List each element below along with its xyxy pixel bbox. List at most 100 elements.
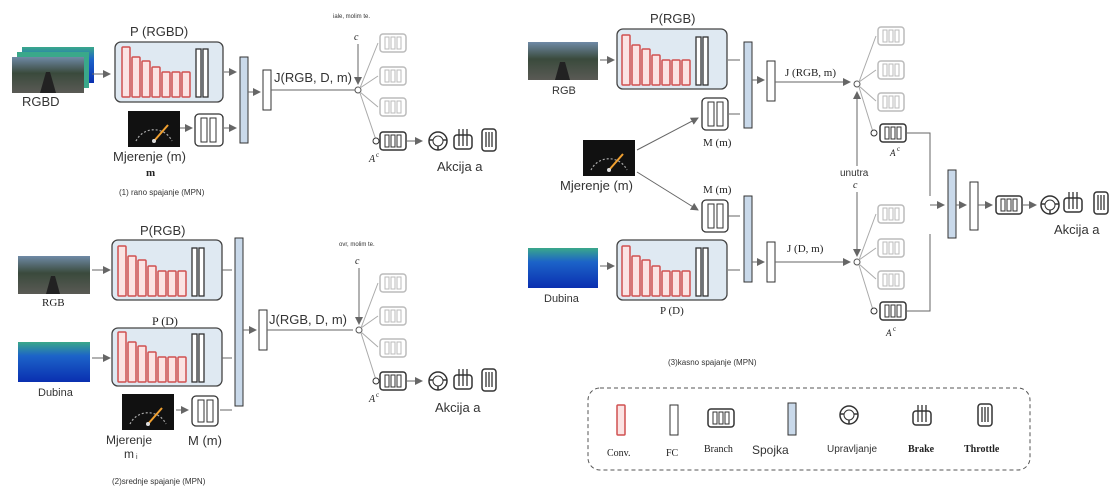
action-label: Akcija a xyxy=(1054,222,1100,237)
measurement-label: Mjerenje (m) xyxy=(113,149,186,164)
join-top-label: J (RGB, m) xyxy=(785,67,836,79)
command-label: unutra xyxy=(840,168,869,179)
fc-layer xyxy=(258,309,268,351)
selector-switch-bottom xyxy=(853,258,861,266)
measurement-module xyxy=(191,395,219,427)
throttle-icon xyxy=(481,368,497,392)
branch-a-bottom: A xyxy=(885,328,892,338)
net-label-p-rgbd: P (RGBD) xyxy=(130,24,188,39)
legend: Conv. FC Branch Spojka Upravljanje Brake… xyxy=(587,387,1031,471)
branch-icon-final xyxy=(995,195,1023,215)
action-label: Akcija a xyxy=(437,159,483,174)
rgb-label: RGB xyxy=(42,297,65,309)
measurement-module xyxy=(194,113,224,147)
brake-icon xyxy=(453,128,473,150)
fc-layer-top xyxy=(766,60,776,102)
spojka-final xyxy=(947,169,957,239)
svg-text:c: c xyxy=(376,391,379,399)
steering-wheel-icon xyxy=(1040,195,1060,215)
net-label-p-rgb: P(RGB) xyxy=(140,223,186,238)
branch-icon-faded xyxy=(877,92,905,112)
spojka-join-block xyxy=(239,56,249,144)
brake-icon xyxy=(453,368,473,390)
branch-icon-faded xyxy=(877,238,905,258)
legend-branch: Branch xyxy=(704,408,735,455)
measurement-label-2: m xyxy=(124,447,134,461)
rgb-label: RGB xyxy=(552,85,576,97)
branch-icon-faded xyxy=(877,60,905,80)
selector-switch-top xyxy=(853,80,861,88)
brake-icon xyxy=(1063,191,1083,213)
branch-icon-faded xyxy=(379,66,407,86)
legend-upravljanje: Upravljanje xyxy=(827,405,877,455)
branch-icon-faded xyxy=(379,33,407,53)
branch-icon-faded xyxy=(379,273,407,293)
fc-icon xyxy=(669,404,679,436)
branch-a-label: A xyxy=(368,394,376,405)
throttle-icon xyxy=(977,403,993,427)
join-label: J(RGB, D, m) xyxy=(274,70,352,85)
spojka-join-top xyxy=(743,41,753,129)
measurement-symbol: m xyxy=(146,167,155,179)
svg-text:Branch: Branch xyxy=(704,444,733,455)
legend-brake: Brake xyxy=(908,404,935,455)
command-note: ovr, molim te. xyxy=(339,242,375,248)
measurement-label: Mjerenje (m) xyxy=(560,178,633,193)
branch-icon-active xyxy=(879,123,907,143)
svg-text:c: c xyxy=(893,325,896,333)
branch-a-top: A xyxy=(889,148,896,158)
caption-middle-fusion: (2)srednje spajanje (MPN) xyxy=(112,477,206,486)
rgbd-input-image xyxy=(12,47,94,93)
command-c: c xyxy=(355,256,360,267)
depth-label: Dubina xyxy=(544,293,580,305)
branch-icon-faded xyxy=(379,338,407,358)
svg-text:Throttle: Throttle xyxy=(964,444,1000,455)
join-bottom-label: J (D, m) xyxy=(787,243,824,255)
legend-throttle: Throttle xyxy=(964,403,1000,455)
svg-text:FC: FC xyxy=(666,448,679,459)
m-top-label: M (m) xyxy=(703,137,732,149)
steering-wheel-icon xyxy=(839,405,859,425)
depth-input-image xyxy=(18,342,90,382)
caption-early-fusion: (1) rano spajanje (MPN) xyxy=(119,188,205,197)
svg-text:Upravljanje: Upravljanje xyxy=(827,444,877,455)
speedometer-icon xyxy=(121,393,175,431)
command-c: c xyxy=(853,180,858,191)
legend-conv: Conv. xyxy=(607,404,631,459)
branch-icon-faded xyxy=(877,26,905,46)
measurement-label-1: Mjerenje xyxy=(106,433,152,447)
command-c: c xyxy=(354,32,359,43)
branch-icon xyxy=(707,408,735,428)
m-bottom-label: M (m) xyxy=(703,184,732,196)
depth-input-image xyxy=(528,248,598,288)
legend-box xyxy=(587,387,1031,471)
rgbd-label: RGBD xyxy=(22,94,60,109)
fc-layer xyxy=(262,69,272,111)
branch-icon-faded xyxy=(877,204,905,224)
selector-switch xyxy=(354,86,362,94)
branch-icon-active xyxy=(879,301,907,321)
branch-icon-active xyxy=(379,131,407,151)
speedometer-icon xyxy=(127,110,181,148)
fc-layer-bottom xyxy=(766,241,776,283)
spojka-join-bottom xyxy=(743,195,753,283)
selector-switch xyxy=(355,326,363,334)
svg-text:c: c xyxy=(376,151,379,159)
spojka-icon xyxy=(787,402,797,436)
branch-icon-faded xyxy=(379,306,407,326)
panel-late-fusion: RGB P(RGB) M (m) Mjerenje (m) J (RGB, m)… xyxy=(528,11,1109,367)
svg-text:i: i xyxy=(136,454,138,461)
panel-middle-fusion: RGB P(RGB) Dubina P (D) Mjerenje m i M (… xyxy=(18,223,497,486)
action-label: Akcija a xyxy=(435,400,481,415)
branch-icon-active xyxy=(379,371,407,391)
m-label: M (m) xyxy=(188,433,222,448)
throttle-icon xyxy=(1093,191,1109,215)
legend-spojka: Spojka xyxy=(752,402,797,457)
throttle-icon xyxy=(481,128,497,152)
speedometer-icon xyxy=(582,139,636,177)
conv-icon xyxy=(616,404,626,436)
net-label-p-rgb: P(RGB) xyxy=(650,11,696,26)
branch-a-label: A xyxy=(368,154,376,165)
net-label-p-d: P (D) xyxy=(660,305,684,317)
